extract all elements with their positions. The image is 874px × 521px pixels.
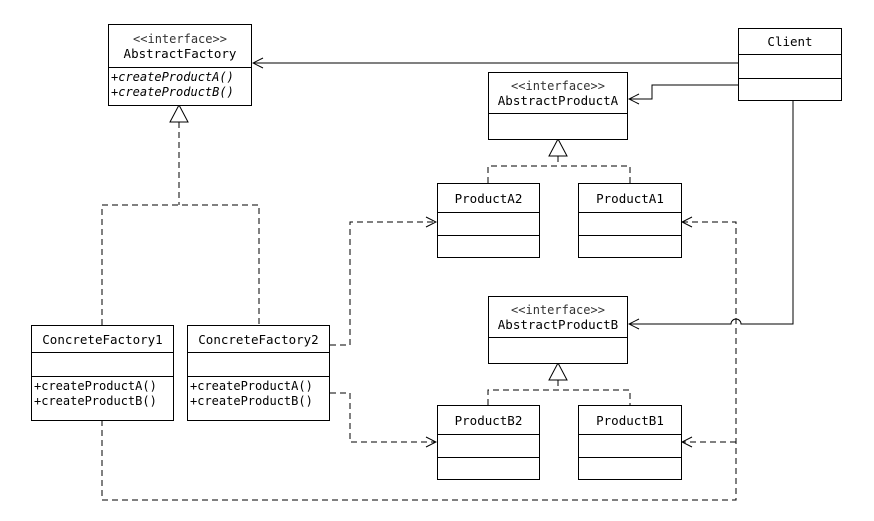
class-name: ConcreteFactory1 bbox=[42, 331, 163, 347]
association-client-abstractproducta bbox=[629, 84, 738, 99]
dependency-factory1-products bbox=[101, 222, 737, 501]
realization-triangle-factory bbox=[169, 103, 189, 123]
class-header: ConcreteFactory2 bbox=[188, 326, 329, 352]
realization-branch-factories bbox=[101, 204, 260, 325]
operation: +createProductA() bbox=[190, 379, 313, 393]
association-client-abstractproductb bbox=[629, 100, 794, 324]
attributes-compartment bbox=[579, 434, 681, 457]
class-abstract-product-a[interactable]: <<interface>> AbstractProductA bbox=[488, 72, 628, 140]
class-product-a1[interactable]: ProductA1 bbox=[578, 183, 682, 258]
operations-compartment bbox=[438, 235, 539, 257]
realization-triangle-productb bbox=[548, 361, 568, 381]
class-header: Client bbox=[739, 29, 841, 54]
operations-compartment: +createProductA() +createProductB() bbox=[188, 376, 329, 420]
attributes-compartment bbox=[739, 54, 841, 78]
class-header: ProductA2 bbox=[438, 184, 539, 212]
operation: +createProductB() bbox=[190, 394, 313, 408]
attributes-compartment bbox=[438, 212, 539, 235]
class-name: ProductA2 bbox=[454, 190, 523, 206]
class-name: Client bbox=[767, 34, 813, 49]
class-header: ProductB2 bbox=[438, 406, 539, 434]
class-concrete-factory1[interactable]: ConcreteFactory1 +createProductA() +crea… bbox=[31, 325, 174, 421]
operations-compartment bbox=[579, 457, 681, 479]
class-name: ProductB1 bbox=[596, 412, 664, 428]
class-product-a2[interactable]: ProductA2 bbox=[437, 183, 540, 258]
attributes-compartment bbox=[579, 212, 681, 235]
class-abstract-product-b[interactable]: <<interface>> AbstractProductB bbox=[488, 296, 628, 364]
stereotype-label: <<interface>> bbox=[133, 31, 227, 46]
operations-compartment bbox=[739, 78, 841, 100]
class-header: <<interface>> AbstractProductA bbox=[489, 73, 627, 113]
stereotype-label: <<interface>> bbox=[511, 78, 605, 93]
class-name: ConcreteFactory2 bbox=[198, 331, 319, 347]
operation: +createProductB() bbox=[111, 85, 234, 99]
class-header: <<interface>> AbstractProductB bbox=[489, 297, 627, 337]
class-product-b1[interactable]: ProductB1 bbox=[578, 405, 682, 480]
attributes-compartment bbox=[438, 434, 539, 457]
class-header: <<interface>> AbstractFactory bbox=[109, 25, 251, 67]
operations-compartment bbox=[438, 457, 539, 479]
class-concrete-factory2[interactable]: ConcreteFactory2 +createProductA() +crea… bbox=[187, 325, 330, 421]
operations-compartment bbox=[489, 337, 627, 363]
class-product-b2[interactable]: ProductB2 bbox=[437, 405, 540, 480]
operation: +createProductA() bbox=[34, 379, 157, 393]
realization-branch-productb bbox=[487, 389, 631, 405]
dependency-factory2-productb2 bbox=[330, 392, 436, 442]
realization-branch-producta bbox=[487, 165, 631, 183]
class-name: AbstractFactory bbox=[123, 45, 237, 61]
dependency-factory2-producta2 bbox=[330, 222, 436, 346]
operation: +createProductB() bbox=[34, 394, 157, 408]
class-abstract-factory[interactable]: <<interface>> AbstractFactory +createPro… bbox=[108, 24, 252, 106]
class-name: ProductB2 bbox=[454, 412, 523, 428]
attributes-compartment bbox=[32, 352, 173, 376]
operations-compartment bbox=[489, 113, 627, 139]
class-header: ProductA1 bbox=[579, 184, 681, 212]
class-header: ConcreteFactory1 bbox=[32, 326, 173, 352]
class-name: ProductA1 bbox=[596, 190, 664, 206]
stereotype-label: <<interface>> bbox=[511, 302, 605, 317]
class-name: AbstractProductA bbox=[497, 92, 619, 108]
operations-compartment bbox=[579, 235, 681, 257]
class-header: ProductB1 bbox=[579, 406, 681, 434]
class-name: AbstractProductB bbox=[497, 316, 619, 332]
attributes-compartment bbox=[188, 352, 329, 376]
operations-compartment: +createProductA() +createProductB() bbox=[109, 67, 251, 105]
operations-compartment: +createProductA() +createProductB() bbox=[32, 376, 173, 420]
class-client[interactable]: Client bbox=[738, 28, 842, 101]
realization-triangle-producta bbox=[548, 137, 568, 157]
operation: +createProductA() bbox=[111, 70, 234, 84]
